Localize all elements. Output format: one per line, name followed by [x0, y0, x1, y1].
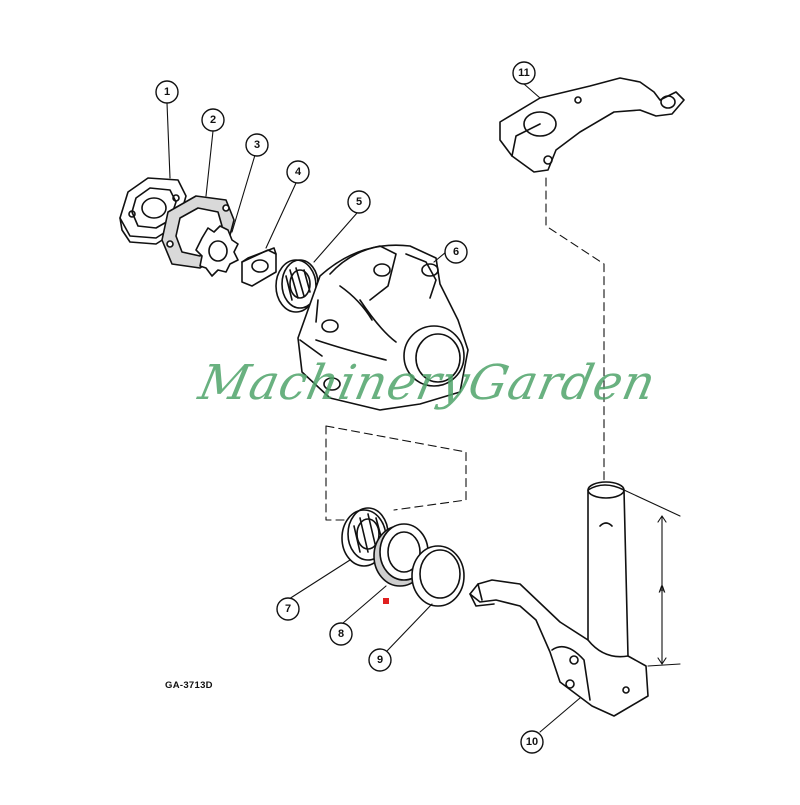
callout-circle-6 [444, 240, 468, 264]
callout-label-2: 2 [210, 114, 216, 126]
callout-circle-11 [512, 61, 536, 85]
reference-code: GA-3713D [165, 680, 213, 691]
leader-lines [166, 83, 581, 733]
callout-circle-2 [201, 108, 225, 132]
callout-circle-9 [368, 648, 392, 672]
callout-circle-5 [347, 190, 371, 214]
part-9-ring [411, 545, 465, 607]
part-11-steering-arm [499, 77, 685, 173]
part-6-wheel-hub [297, 244, 469, 411]
callout-circle-7 [276, 597, 300, 621]
callout-circle-4 [286, 160, 310, 184]
callout-circles [155, 61, 544, 754]
callout-label-7: 7 [285, 603, 291, 615]
callout-circle-1 [155, 80, 179, 104]
callout-circle-8 [329, 622, 353, 646]
callout-circle-3 [245, 133, 269, 157]
red-marker [383, 598, 389, 604]
callout-label-11: 11 [518, 67, 530, 79]
dimension-a-label: A [658, 585, 665, 596]
callout-label-5: 5 [356, 196, 362, 208]
callout-circle-10 [520, 730, 544, 754]
callout-label-3: 3 [254, 139, 260, 151]
watermark-text: MachineryGarden [194, 355, 662, 411]
part-10-spindle [469, 481, 649, 717]
callout-label-8: 8 [338, 628, 344, 640]
dimension-a [623, 489, 681, 667]
callout-label-1: 1 [164, 86, 170, 98]
callout-label-4: 4 [295, 166, 302, 178]
part-3-castle-nut [195, 225, 239, 277]
part-4-lock-washer [241, 247, 277, 287]
callout-label-9: 9 [377, 654, 383, 666]
callout-label-6: 6 [453, 246, 459, 258]
callout-label-10: 10 [526, 736, 538, 748]
alignment-lines [325, 177, 605, 521]
